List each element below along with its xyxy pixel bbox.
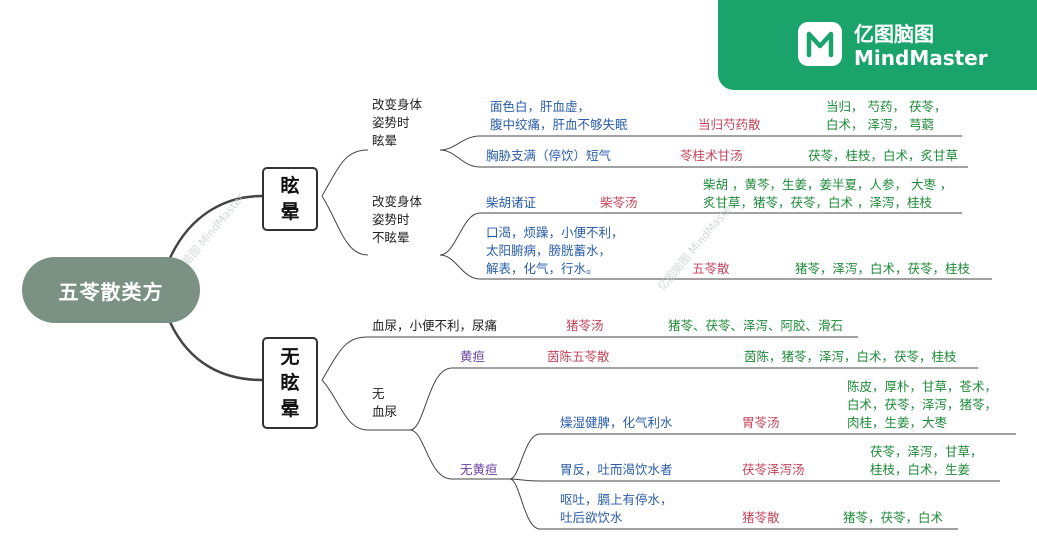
topic-nodizzy-label: 无眩晕 — [280, 346, 300, 420]
root-to-dizzy-branch — [168, 194, 263, 259]
formula-name[interactable]: 当归芍药散 — [698, 117, 761, 132]
herb-list[interactable]: 猪苓，泽泻，白术，茯苓，桂枝 — [795, 261, 971, 276]
formula-name[interactable]: 胃苓汤 — [742, 415, 780, 430]
herb-list[interactable]: 白术，茯苓，泽泻，猪苓， — [847, 397, 998, 412]
formula-name[interactable]: 猪苓汤 — [566, 318, 604, 333]
condition-text[interactable]: 呕吐，膈上有停水， — [560, 492, 673, 507]
posture-dizzy-to-row2 — [439, 149, 968, 168]
herb-list[interactable]: 肉桂，生姜，大枣 — [847, 415, 948, 430]
herb-list[interactable]: 茯苓，桂枝，白术，炙甘草 — [808, 148, 959, 163]
posture-not-to-row2 — [439, 254, 992, 280]
posture-not-label-1[interactable]: 改变身体 — [372, 194, 423, 209]
formula-name[interactable]: 柴苓汤 — [600, 195, 638, 210]
formula-name[interactable]: 茵陈五苓散 — [547, 349, 610, 364]
herb-list[interactable]: 炙甘草，猪苓，茯苓，白术 ，泽泻，桂枝 — [703, 195, 932, 210]
root-topic[interactable]: 五苓散类方 — [22, 257, 200, 323]
jaundice-label[interactable]: 黄疸 — [460, 349, 486, 364]
condition-text[interactable]: 腹中绞痛，肝血不够失眠 — [490, 117, 628, 132]
nodizzy-to-no-blood — [321, 379, 410, 431]
no-blood-label-1[interactable]: 无 — [372, 386, 385, 401]
condition-text[interactable]: 太阳腑病，膀胱蓄水， — [486, 243, 612, 258]
no-jaundice-to-r1 — [509, 433, 1016, 480]
root-to-nodizzy-branch — [168, 321, 263, 382]
herb-list[interactable]: 猪苓、茯苓、泽泻、阿胶、滑石 — [668, 318, 844, 333]
herb-list[interactable]: 当归， 芍药， 茯苓， — [826, 99, 947, 114]
posture-dizzy-to-row1 — [439, 135, 962, 151]
dizzy-to-posture-dizzy — [321, 149, 369, 197]
posture-dizzy-label-3[interactable]: 眩晕 — [372, 133, 398, 148]
condition-text[interactable]: 口渴，烦躁，小便不利， — [486, 225, 624, 240]
posture-not-label-3[interactable]: 不眩晕 — [372, 230, 410, 245]
condition-text[interactable]: 面色白，肝血虚， — [490, 99, 591, 114]
brand-name-cn: 亿图脑图 — [854, 22, 934, 46]
condition-text[interactable]: 血尿，小便不利，尿痛 — [372, 318, 498, 333]
herb-list[interactable]: 白术， 泽泻， 芎藭 — [826, 117, 934, 132]
posture-dizzy-label-2[interactable]: 姿势时 — [372, 115, 410, 130]
no-blood-label-2[interactable]: 血尿 — [372, 404, 398, 419]
no-jaundice-to-r3 — [509, 478, 958, 530]
herb-list[interactable]: 柴胡 ，黄芩，生姜，姜半夏，人参， 大枣 ， — [703, 177, 953, 192]
condition-text[interactable]: 解表，化气，行水。 — [486, 261, 599, 276]
nodizzy-to-blood-urine — [321, 336, 858, 381]
condition-text[interactable]: 胸胁支满（停饮）短气 — [486, 148, 612, 163]
brand-banner: 亿图脑图 MindMaster — [718, 0, 1037, 90]
herb-list[interactable]: 猪苓，茯苓，白术 — [843, 510, 944, 525]
posture-not-label-2[interactable]: 姿势时 — [372, 212, 410, 227]
herb-list[interactable]: 茵陈，猪苓，泽泻，白术，茯苓，桂枝 — [744, 349, 957, 364]
formula-name[interactable]: 五苓散 — [692, 261, 730, 276]
herb-list[interactable]: 陈皮，厚朴，甘草，苍术， — [847, 379, 998, 394]
brand-name-en: MindMaster — [854, 46, 988, 70]
dizzy-to-posture-not — [321, 195, 369, 256]
condition-text[interactable]: 胃反，吐而渴饮水者 — [560, 462, 673, 477]
herb-list[interactable]: 茯苓，泽泻，甘草， — [870, 444, 983, 459]
mindmaster-logo-icon — [798, 22, 842, 66]
condition-text[interactable]: 柴胡诸证 — [486, 195, 537, 210]
no-jaundice-to-r2 — [509, 478, 1000, 482]
condition-text[interactable]: 燥湿健脾，化气利水 — [560, 415, 673, 430]
formula-name[interactable]: 苓桂术甘汤 — [680, 148, 743, 163]
topic-nodizzy[interactable]: 无眩晕 — [262, 337, 318, 429]
no-jaundice-label[interactable]: 无黄疸 — [460, 462, 498, 477]
formula-name[interactable]: 茯苓泽泻汤 — [742, 462, 805, 477]
topic-dizzy[interactable]: 眩晕 — [262, 167, 318, 231]
herb-list[interactable]: 桂枝，白术，生姜 — [870, 462, 971, 477]
posture-not-to-row1 — [439, 212, 962, 256]
posture-dizzy-label-1[interactable]: 改变身体 — [372, 97, 423, 112]
condition-text[interactable]: 吐后欲饮水 — [560, 510, 623, 525]
no-blood-to-jaundice — [409, 367, 978, 431]
formula-name[interactable]: 猪苓散 — [742, 510, 780, 525]
no-blood-to-no-jaundice — [409, 429, 510, 480]
topic-dizzy-label: 眩晕 — [280, 175, 300, 223]
